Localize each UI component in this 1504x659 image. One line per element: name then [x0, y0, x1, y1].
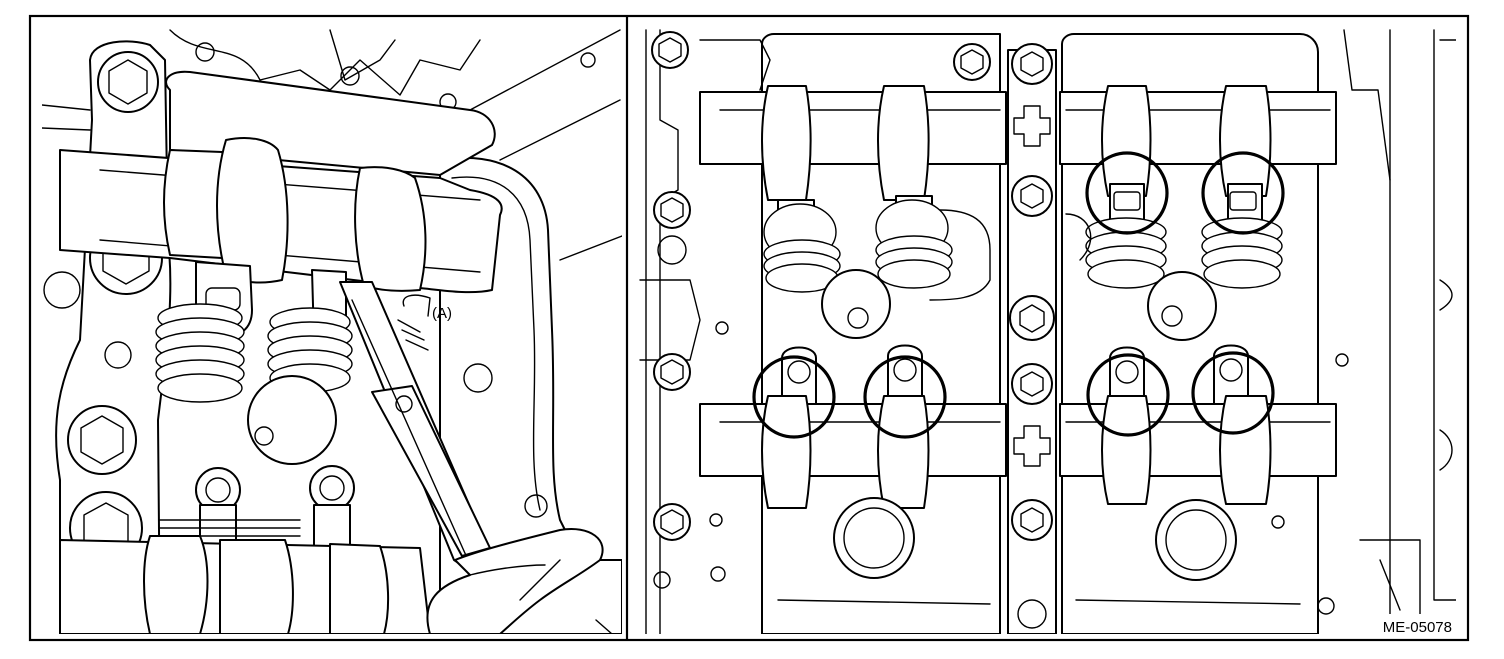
bolt-icon — [1011, 43, 1053, 85]
bolt-icon — [651, 31, 689, 69]
bolt-icon — [67, 405, 137, 475]
figure-code: ME-05078 — [1383, 619, 1452, 636]
figure-code-box — [1350, 614, 1458, 636]
valve-marker — [1191, 351, 1275, 435]
valve-highlight-markers — [752, 151, 1285, 439]
bolt-icon — [1009, 295, 1055, 341]
valve-marker — [1085, 151, 1169, 235]
valve-marker — [1086, 353, 1170, 437]
valve-marker — [863, 355, 947, 439]
bolt-icon — [1011, 175, 1053, 217]
bolt-icon — [653, 191, 691, 229]
bolt-icon — [97, 51, 159, 113]
bolt-icon — [953, 43, 991, 81]
left-panel-illustration — [42, 29, 622, 634]
valve-marker — [752, 355, 836, 439]
bolt-icon — [653, 353, 691, 391]
callout-label-a: (A) — [432, 305, 452, 322]
bolt-icon — [1011, 363, 1053, 405]
bolt-icon — [653, 503, 691, 541]
bolt-icon — [1011, 499, 1053, 541]
valve-marker — [1201, 151, 1285, 235]
